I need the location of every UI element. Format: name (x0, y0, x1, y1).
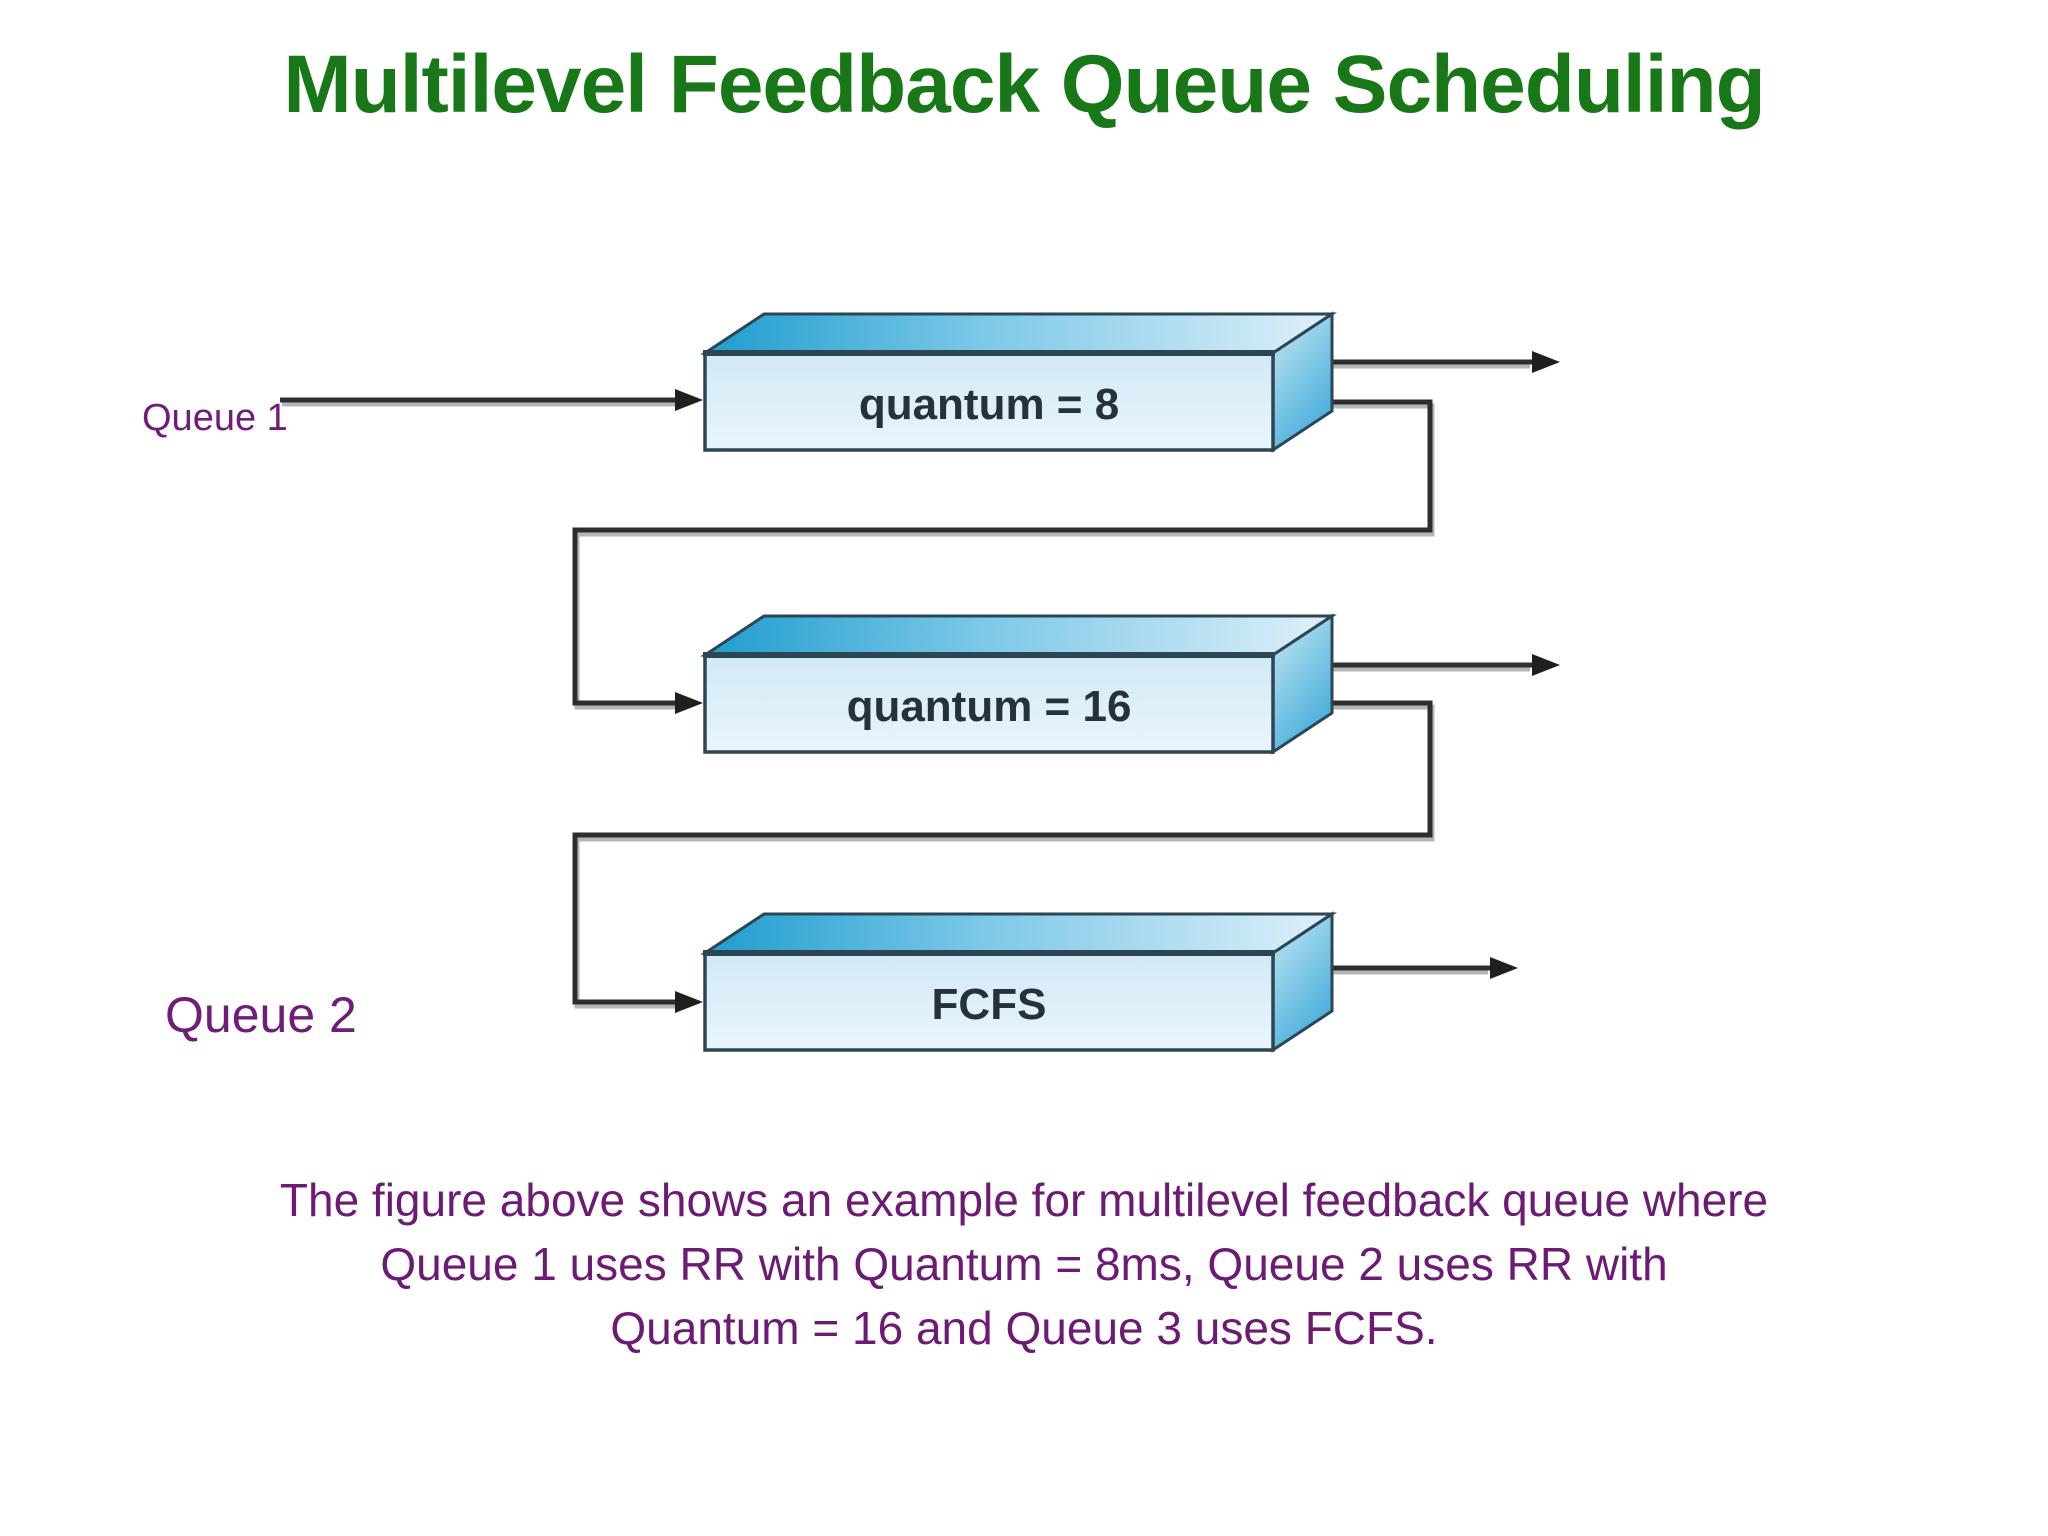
box-top-face (700, 912, 1337, 955)
caption-line-3: Quantum = 16 and Queue 3 uses FCFS. (610, 1302, 1438, 1354)
feedback-shadow (574, 704, 1435, 1009)
feedback-shadow (574, 403, 1435, 710)
feedback-line (572, 700, 1433, 1005)
queue-1-label: Queue 1 (142, 397, 288, 439)
arrowhead-icon (1532, 654, 1560, 676)
box-top-face (700, 312, 1337, 355)
arrowhead-icon (1532, 351, 1560, 373)
queue2-box-label: quantum = 16 (847, 682, 1132, 731)
arrow-out-queue2 (1303, 654, 1560, 676)
arrowhead-icon (675, 991, 703, 1013)
fcfs-box: FCFS (700, 911, 1337, 1053)
queue1-box: quantum = 8 (700, 311, 1337, 453)
arrowhead-icon (675, 692, 703, 714)
caption-line-2: Queue 1 uses RR with Quantum = 8ms, Queu… (380, 1238, 1668, 1290)
arrow-out-fcfs (1303, 957, 1518, 979)
feedback-path-queue1-to-queue2 (572, 399, 1435, 714)
arrow-out-queue1 (1303, 351, 1560, 373)
arrowhead-icon (1490, 957, 1518, 979)
feedback-line (572, 399, 1433, 706)
box-top-face (700, 614, 1337, 657)
box-front-face (703, 653, 1275, 754)
page-title: Multilevel Feedback Queue Scheduling (283, 39, 1765, 130)
queue2-box: quantum = 16 (700, 613, 1337, 755)
fcfs-box-label: FCFS (932, 980, 1047, 1029)
arrowhead-icon (675, 389, 703, 411)
feedback-path-queue2-to-fcfs (572, 700, 1435, 1013)
queue1-box-label: quantum = 8 (859, 380, 1119, 429)
arrow-into-queue1 (280, 389, 703, 411)
queue-2-label: Queue 2 (165, 987, 357, 1043)
slide-caption: The figure above shows an example for mu… (0, 1168, 2048, 1360)
caption-line-1: The figure above shows an example for mu… (279, 1174, 1769, 1226)
